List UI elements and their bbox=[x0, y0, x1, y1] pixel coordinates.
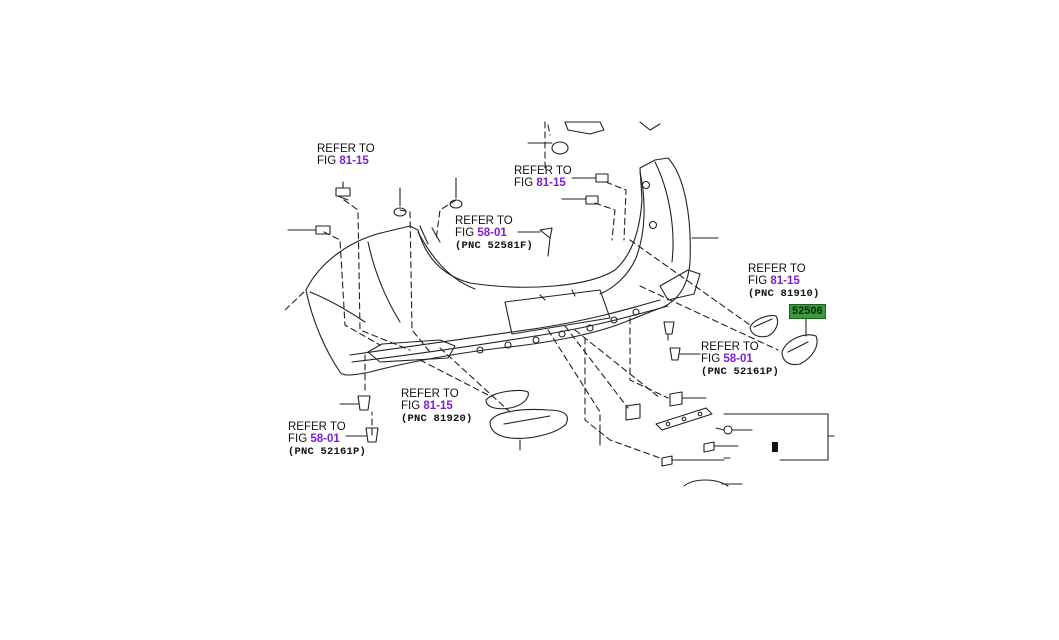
pnc-code: (PNC 81920) bbox=[401, 413, 473, 425]
fig-prefix: FIG bbox=[288, 433, 311, 445]
fig-line: FIG 58-01 bbox=[701, 353, 779, 365]
group-bracket-line bbox=[723, 413, 835, 461]
refer-to-label: REFER TO bbox=[401, 388, 459, 400]
clip-right-2 bbox=[669, 347, 701, 361]
fig-number-link[interactable]: 81-15 bbox=[536, 177, 566, 189]
nut-bottom-right bbox=[703, 441, 739, 453]
black-fastener bbox=[772, 442, 778, 452]
retainer-plate bbox=[517, 227, 553, 257]
callout-refer-81-15-right: REFER TO FIG 81-15 (PNC 81910) bbox=[748, 263, 820, 300]
license-plate-recess bbox=[504, 289, 611, 335]
fig-number-link[interactable]: 58-01 bbox=[477, 227, 507, 239]
callout-refer-81-15-bottom: REFER TO FIG 81-15 (PNC 81920) bbox=[401, 388, 473, 425]
callout-refer-58-01-right: REFER TO FIG 58-01 (PNC 52161P) bbox=[701, 341, 779, 378]
bracket-bottom-left bbox=[599, 403, 641, 446]
fig-number-link[interactable]: 81-15 bbox=[423, 400, 453, 412]
rear-bumper-cover bbox=[305, 157, 719, 376]
clip-top bbox=[527, 141, 569, 155]
callout-refer-58-01-center: REFER TO FIG 58-01 (PNC 52581F) bbox=[455, 215, 533, 252]
bracket-bottom bbox=[669, 391, 707, 407]
refer-to-label: REFER TO bbox=[514, 165, 572, 177]
fig-number-link[interactable]: 81-15 bbox=[770, 275, 800, 287]
fig-line: FIG 58-01 bbox=[455, 227, 533, 239]
fig-prefix: FIG bbox=[514, 177, 537, 189]
reflector-left bbox=[485, 389, 529, 410]
right-reflector-recess bbox=[659, 269, 701, 301]
fig-number-link[interactable]: 58-01 bbox=[310, 433, 340, 445]
left-reflector-recess bbox=[367, 339, 456, 363]
fig-number-link[interactable]: 81-15 bbox=[339, 155, 369, 167]
fig-prefix: FIG bbox=[748, 275, 771, 287]
pnc-code: (PNC 52161P) bbox=[701, 366, 780, 378]
fig-prefix: FIG bbox=[455, 227, 478, 239]
alignment-lines bbox=[285, 121, 779, 459]
reflector-assy-left bbox=[489, 409, 568, 451]
fig-line: FIG 81-15 bbox=[317, 155, 375, 167]
part-number-tag[interactable]: 52506 bbox=[789, 304, 826, 319]
pnc-code: (PNC 81910) bbox=[748, 288, 820, 300]
side-bracket bbox=[655, 407, 713, 431]
screw-upper-right-1 bbox=[571, 173, 609, 183]
clip-bottom-left-1 bbox=[339, 395, 371, 411]
fig-prefix: FIG bbox=[701, 353, 724, 365]
callout-refer-81-15-top: REFER TO FIG 81-15 bbox=[514, 165, 572, 189]
reflector-assy-52506 bbox=[781, 315, 818, 366]
bracket-top bbox=[564, 121, 661, 135]
fig-prefix: FIG bbox=[317, 155, 340, 167]
clip-bottom-left-2 bbox=[345, 427, 379, 443]
refer-to-label: REFER TO bbox=[455, 215, 513, 227]
reflector-right bbox=[749, 315, 779, 338]
fig-line: FIG 58-01 bbox=[288, 433, 366, 445]
callout-refer-58-01-bottom-left: REFER TO FIG 58-01 (PNC 52161P) bbox=[288, 421, 366, 458]
bolt-bottom-right bbox=[715, 425, 753, 435]
fig-line: FIG 81-15 bbox=[748, 275, 820, 287]
fig-number-link[interactable]: 58-01 bbox=[723, 353, 753, 365]
fig-line: FIG 81-15 bbox=[401, 400, 473, 412]
grommet-top-right bbox=[449, 177, 463, 209]
pnc-code: (PNC 52581F) bbox=[455, 240, 534, 252]
grommet-top-center bbox=[393, 187, 407, 217]
callout-refer-81-15-top-left: REFER TO FIG 81-15 bbox=[317, 143, 375, 167]
pnc-code: (PNC 52161P) bbox=[288, 446, 367, 458]
screw-left bbox=[287, 225, 331, 235]
refer-to-label: REFER TO bbox=[288, 421, 346, 433]
fig-prefix: FIG bbox=[401, 400, 424, 412]
screw-top-left bbox=[335, 181, 351, 201]
fig-line: FIG 81-15 bbox=[514, 177, 572, 189]
screw-upper-right-2 bbox=[561, 195, 599, 205]
cap-bottom bbox=[661, 455, 725, 467]
refer-to-label: REFER TO bbox=[317, 143, 375, 155]
clip-right-1 bbox=[663, 321, 675, 341]
grommet-bottom bbox=[683, 479, 743, 487]
refer-to-label: REFER TO bbox=[701, 341, 759, 353]
refer-to-label: REFER TO bbox=[748, 263, 806, 275]
